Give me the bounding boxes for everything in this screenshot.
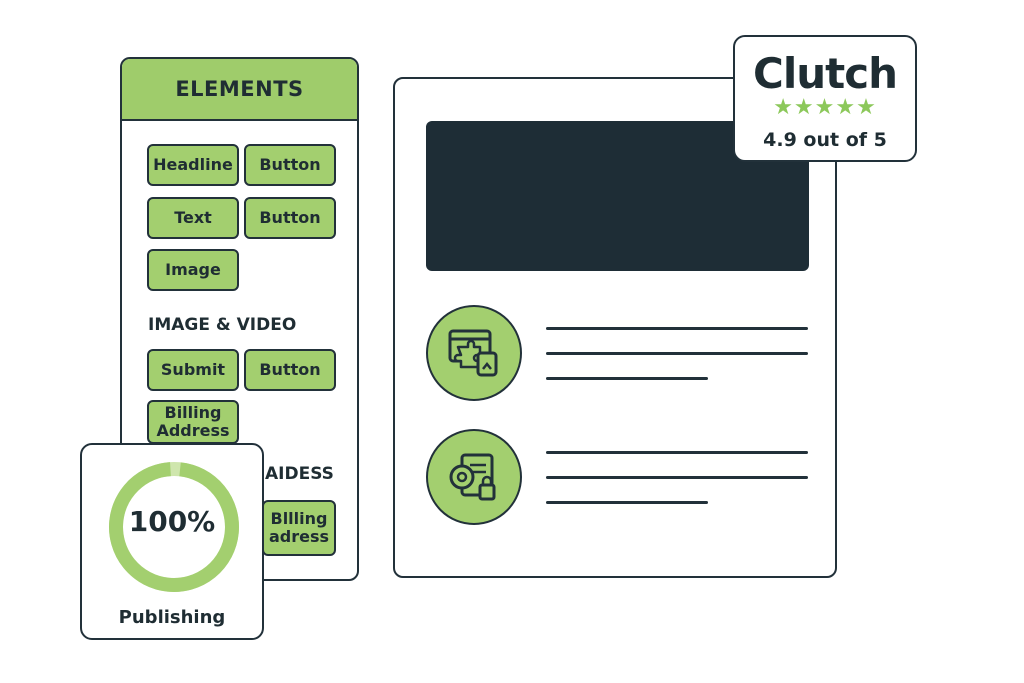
billing-adress-element-chip[interactable]: Bllling adress (262, 500, 336, 556)
image-element-chip[interactable]: Image (147, 249, 239, 291)
section-label-image-video: IMAGE & VIDEO (148, 315, 297, 335)
text-line (546, 476, 808, 479)
clutch-rating-badge[interactable]: Clutch ★★★★★ 4.9 out of 5 (733, 35, 917, 162)
publishing-label: Publishing (118, 607, 226, 628)
clutch-logo: Clutch (753, 49, 898, 98)
chip-label: Image (165, 260, 221, 279)
elements-panel-header: ELEMENTS (122, 59, 357, 121)
text-line (546, 352, 808, 355)
chip-label: Submit (160, 360, 226, 379)
submit-element-chip[interactable]: Submit (147, 349, 239, 391)
feature-icon-2 (426, 429, 522, 525)
chip-label: Text (174, 208, 212, 227)
chip-label: Button (259, 208, 321, 227)
progress-ring-fill (109, 462, 239, 592)
chip-label: Headline (153, 155, 233, 174)
puzzle-window-icon (448, 329, 498, 377)
publishing-progress-card: 100% Publishing (80, 443, 264, 640)
rating-text: 4.9 out of 5 (763, 129, 887, 151)
page-preview (393, 77, 837, 578)
button-element-chip[interactable]: Button (244, 349, 336, 391)
star-rating-icon: ★★★★★ (773, 95, 877, 120)
text-line (546, 377, 708, 380)
billing-address-element-chip[interactable]: Billing Address (147, 400, 239, 444)
button-element-chip[interactable]: Button (244, 197, 336, 239)
chip-label: Billing Address (156, 403, 230, 440)
text-element-chip[interactable]: Text (147, 197, 239, 239)
section-label-address: AIDESS (265, 464, 334, 484)
feature-icon-1 (426, 305, 522, 401)
button-element-chip[interactable]: Button (244, 144, 336, 186)
text-line (546, 327, 808, 330)
publishing-percent: 100% (128, 505, 216, 538)
progress-ring (109, 462, 239, 592)
chip-label: Button (259, 360, 321, 379)
chip-label: Button (259, 155, 321, 174)
chip-label: Bllling adress (268, 509, 330, 546)
headline-element-chip[interactable]: Headline (147, 144, 239, 186)
text-line (546, 501, 708, 504)
elements-panel-title: ELEMENTS (175, 77, 304, 101)
document-lock-icon (449, 453, 496, 501)
text-line (546, 451, 808, 454)
